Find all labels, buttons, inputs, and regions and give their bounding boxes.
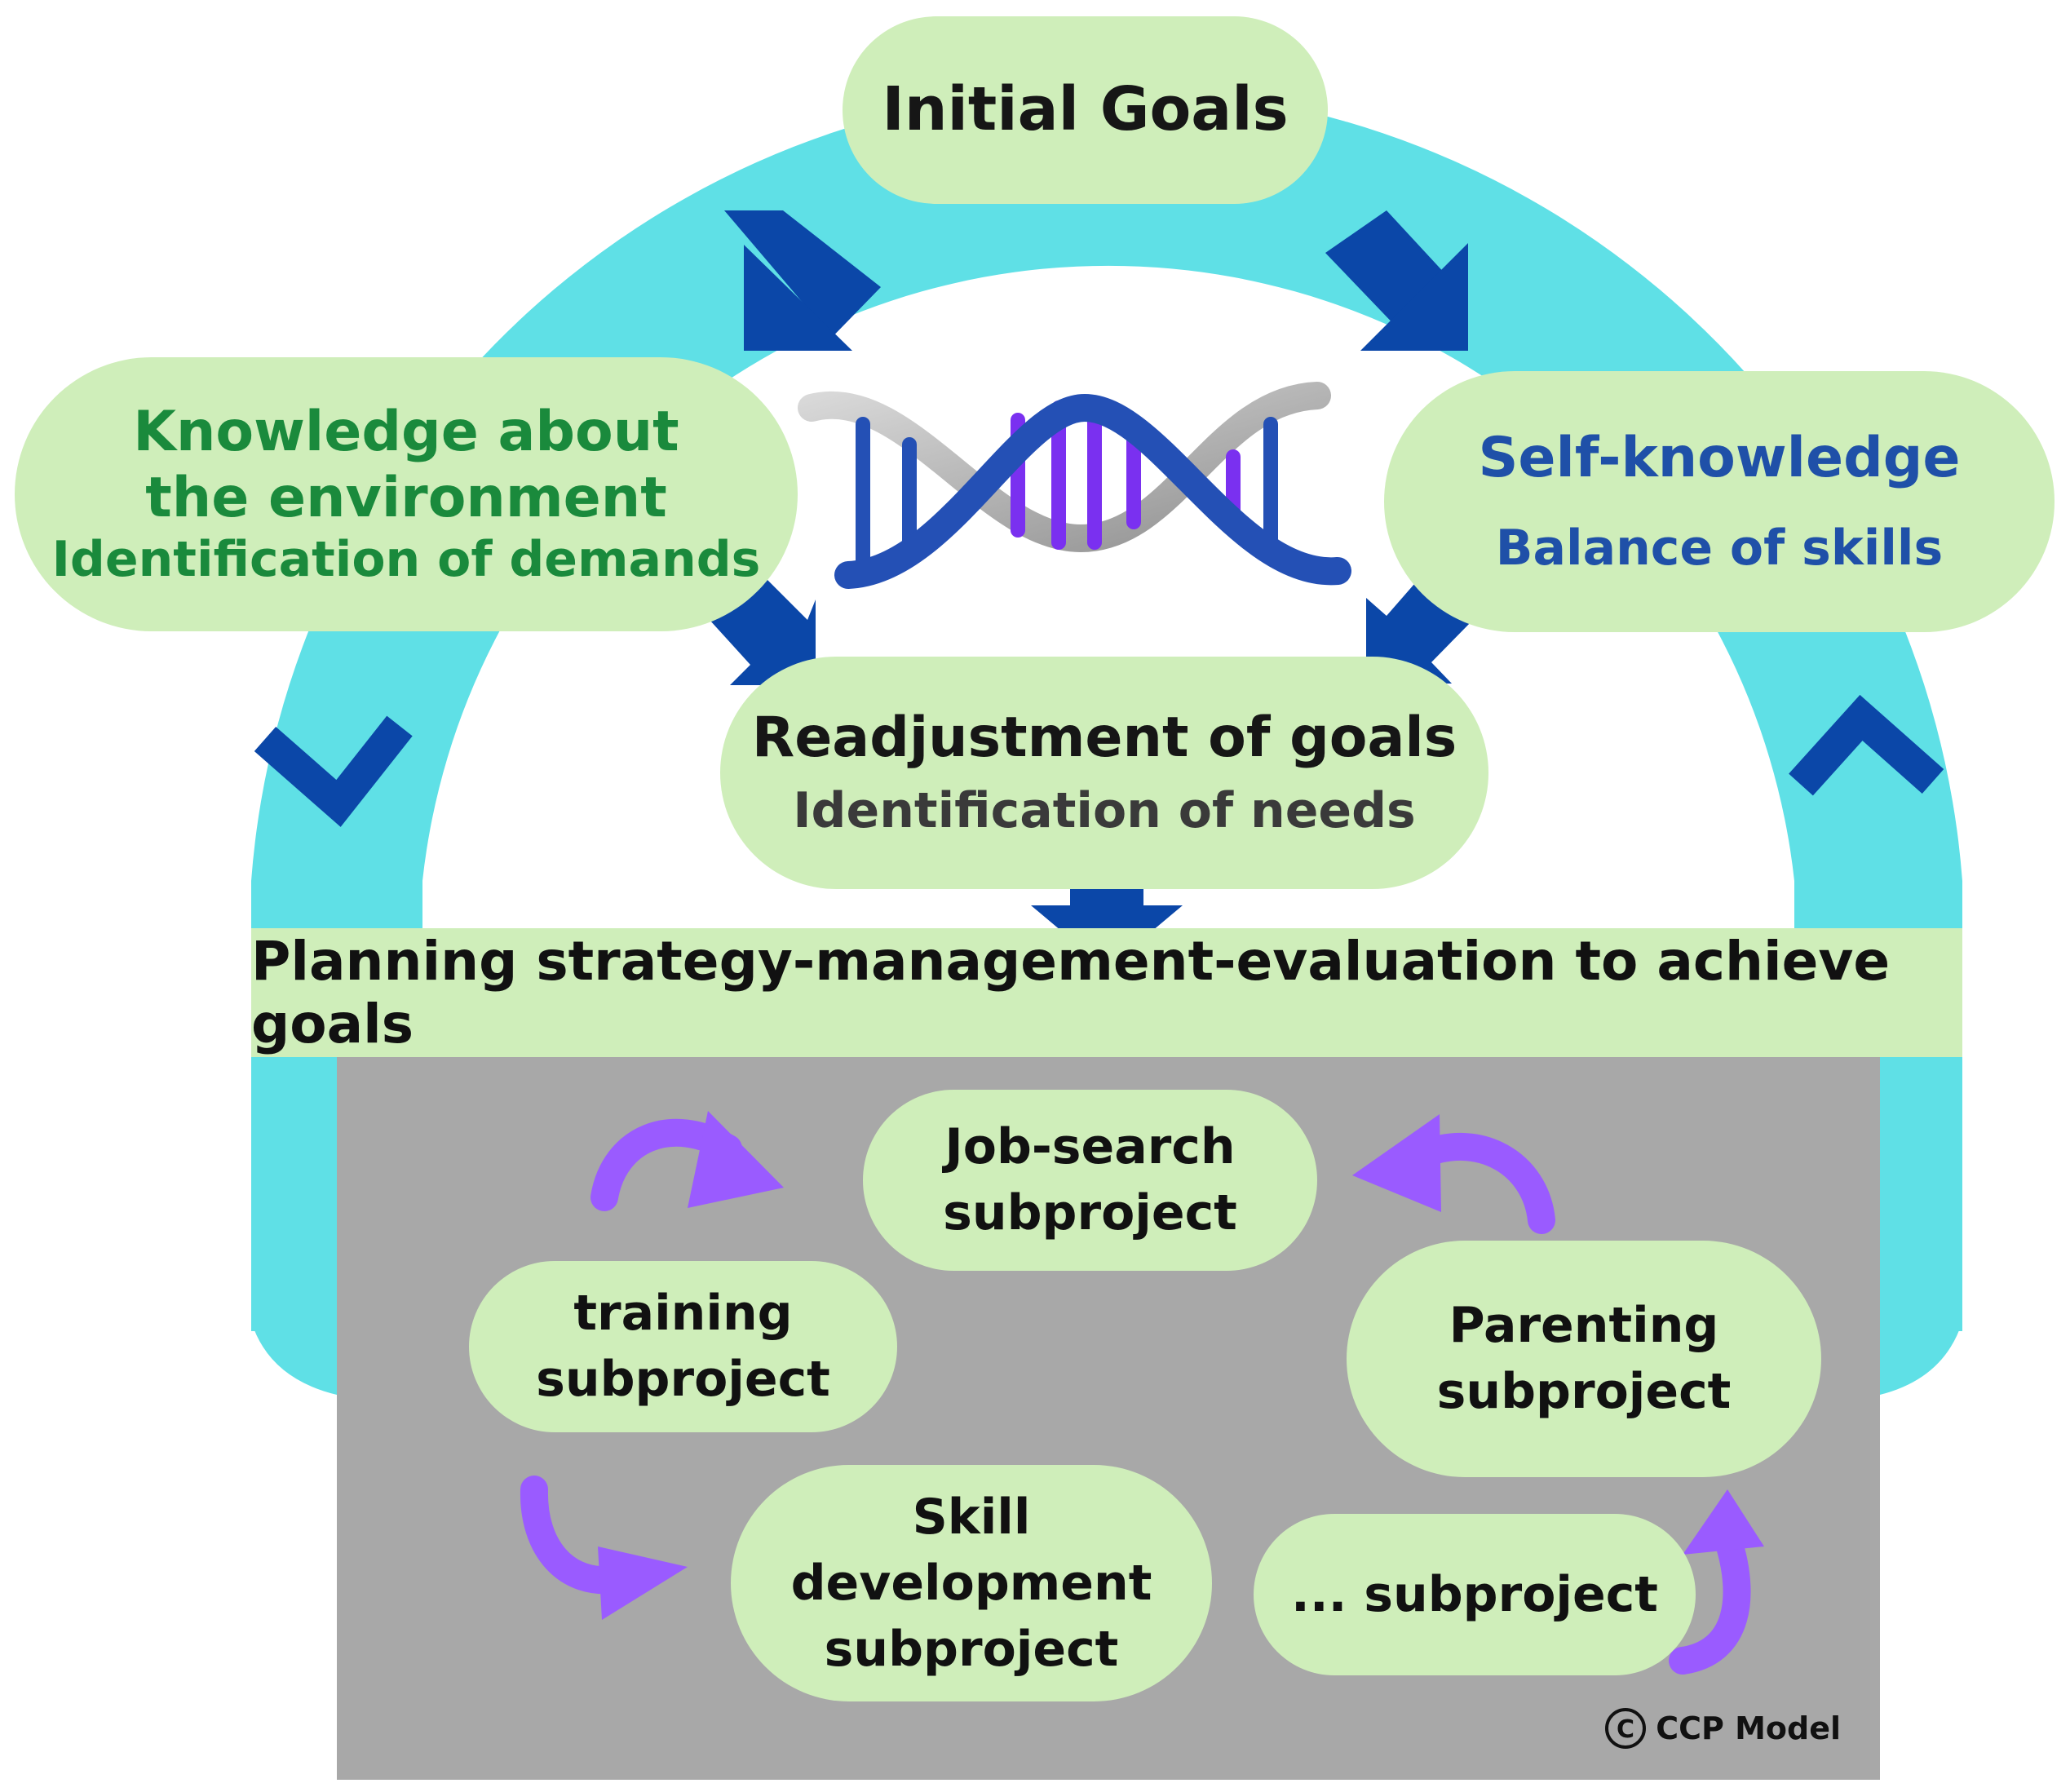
job-search-line2: subproject [943, 1184, 1237, 1241]
skill-development-line1: Skill development [790, 1488, 1152, 1612]
svg-text:C: C [1617, 1715, 1634, 1744]
initial-goals-label: Initial Goals [882, 74, 1289, 145]
arrow-down-right-head [1360, 243, 1468, 351]
training-line2: subproject [536, 1351, 830, 1408]
skill-development-subproject: Skill development subproject [731, 1465, 1212, 1701]
curved-arrow-icon [1669, 1524, 1751, 1675]
readjustment-node: Readjustment of goals Identification of … [720, 657, 1488, 889]
parenting-line1: Parenting [1449, 1297, 1719, 1354]
cycle-ring-lower-right [1880, 1057, 1962, 1331]
subprojects-panel: Job-search subproject training subprojec… [337, 1057, 1880, 1780]
planning-label: Planning strategy-management-evaluation … [251, 930, 1891, 1055]
chevron-down-icon [254, 715, 413, 827]
environment-title-line2: the environment [145, 465, 667, 530]
cycle-ring-lower-left [251, 1057, 337, 1331]
environment-node: Knowledge about the environment Identifi… [15, 357, 798, 631]
readjustment-title: Readjustment of goals [751, 705, 1457, 770]
copyright-icon: C [1605, 1708, 1647, 1749]
self-knowledge-title: Self-knowledge [1478, 426, 1961, 491]
self-knowledge-subtitle: Balance of skills [1495, 519, 1944, 577]
other-subproject-label: ... subproject [1291, 1565, 1658, 1623]
cycle-ring [251, 87, 1962, 1057]
curved-arrow-icon [1408, 1133, 1555, 1234]
parenting-subproject: Parenting subproject [1347, 1241, 1821, 1477]
arrow-down-left-icon-head [744, 245, 852, 351]
planning-banner: Planning strategy-management-evaluation … [251, 928, 1962, 1057]
initial-goals-node: Initial Goals [843, 16, 1328, 204]
environment-title-line1: Knowledge about [133, 400, 679, 465]
environment-subtitle: Identification of demands [51, 530, 761, 588]
copyright-notice: C CCP Model [1603, 1706, 1841, 1750]
arrow-down-icon [1031, 863, 1183, 969]
dna-icon [798, 382, 1351, 589]
readjustment-subtitle: Identification of needs [793, 782, 1416, 840]
other-subproject: ... subproject [1254, 1514, 1696, 1675]
subproject-arrows [520, 1111, 1764, 1675]
training-line1: training [573, 1285, 793, 1342]
chevron-up-icon [1789, 694, 1944, 796]
skill-development-line2: subproject [824, 1620, 1119, 1678]
training-subproject: training subproject [469, 1261, 897, 1432]
copyright-label: CCP Model [1656, 1710, 1841, 1746]
parenting-line2: subproject [1436, 1363, 1732, 1420]
job-search-subproject: Job-search subproject [863, 1090, 1317, 1271]
job-search-line1: Job-search [944, 1118, 1236, 1175]
self-knowledge-node: Self-knowledge Balance of skills [1384, 371, 2055, 632]
